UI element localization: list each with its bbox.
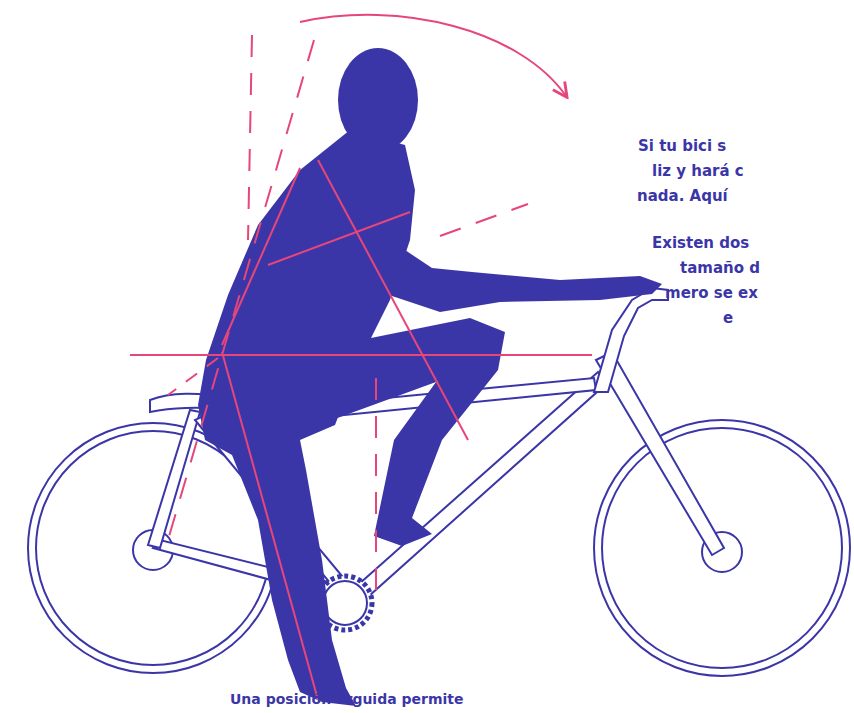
intro-text-line: nada. Aquí <box>637 187 728 205</box>
intro-text-line: mero se ex <box>665 284 758 302</box>
intro-text-line: Si tu bici s <box>638 137 726 155</box>
posture-lines <box>130 15 592 700</box>
intro-text-line: liz y hará c <box>652 162 744 180</box>
intro-text-line: e <box>723 309 733 327</box>
intro-text-line: tamaño d <box>680 259 760 277</box>
intro-text-line: Existen dos <box>652 234 749 252</box>
bicycle <box>28 288 850 676</box>
rider-silhouette <box>198 48 662 706</box>
figure-caption: Una posición erguida permite <box>230 690 464 708</box>
